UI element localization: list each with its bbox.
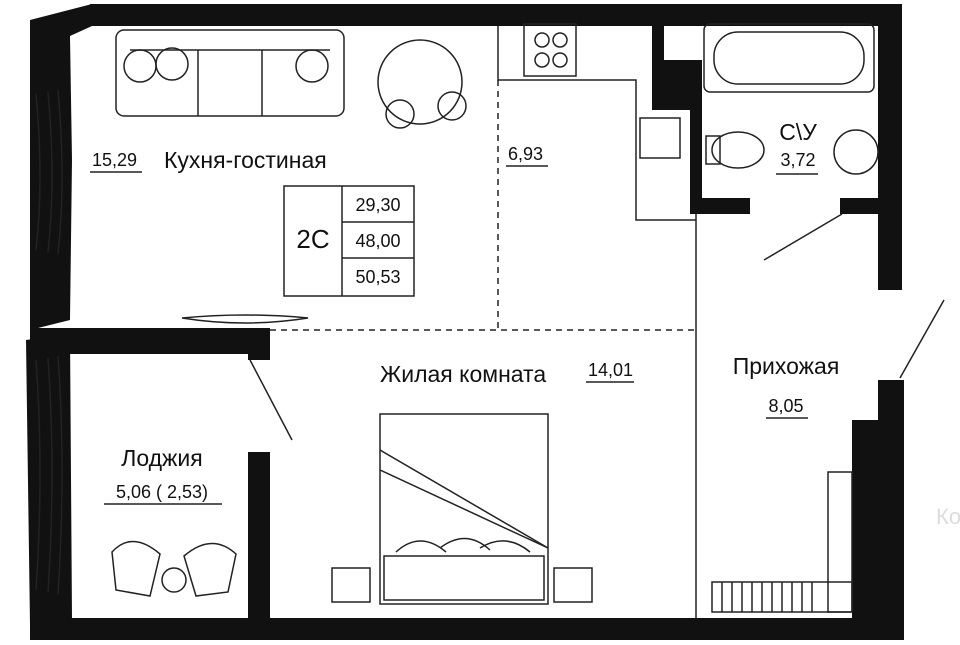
- walls: [26, 4, 904, 640]
- kitchen-counter: [497, 26, 696, 221]
- watermark-text: Ко: [936, 504, 960, 529]
- cushion-icon: [123, 49, 157, 83]
- wardrobe: [827, 471, 853, 613]
- wall-right-upper: [878, 4, 902, 290]
- cushion-icon: [295, 49, 329, 83]
- summary-total-with-loggia: 50,53: [355, 267, 400, 287]
- wall-loggia-right: [248, 452, 270, 622]
- bed: [379, 413, 549, 605]
- nightstand-right: [553, 567, 593, 603]
- loggia-area: 5,06 ( 2,53): [116, 482, 208, 502]
- pillows: [383, 555, 545, 601]
- summary-living-area: 29,30: [355, 195, 400, 215]
- door-entrance: [899, 299, 945, 379]
- loggia-chair: [111, 540, 161, 597]
- kitchen-furniture: [115, 23, 681, 324]
- wall-right-lower-inner: [852, 420, 882, 638]
- loggia-chair: [183, 542, 237, 597]
- wall-bath-bottom-left: [690, 198, 750, 214]
- bedroom-furniture: [331, 413, 593, 605]
- chair-icon: [437, 91, 467, 121]
- wall-bottom: [30, 618, 904, 640]
- area-summary-box: [283, 185, 415, 297]
- wall-pillar-1: [248, 336, 270, 360]
- loggia-table: [161, 567, 187, 593]
- kitchen-living-name: Кухня-гостиная: [164, 147, 327, 173]
- bathtub: [703, 23, 875, 93]
- summary-box-frame: [283, 185, 415, 297]
- wall-bath-left: [690, 100, 702, 200]
- window-loggia: [35, 355, 63, 595]
- loggia-furniture: [111, 540, 237, 597]
- dining-table: [377, 39, 463, 125]
- bathroom-sink: [833, 129, 879, 175]
- loggia-name: Лоджия: [121, 445, 203, 471]
- sofa: [115, 29, 345, 117]
- window-kitchen: [35, 89, 63, 255]
- hallway-area: 8,05: [768, 396, 803, 416]
- door-loggia: [249, 359, 293, 441]
- summary-total-area: 48,00: [355, 231, 400, 251]
- bathroom-area: 3,72: [780, 150, 815, 170]
- bathroom-fixtures: [703, 23, 879, 175]
- windows: [35, 89, 63, 595]
- nightstand-left: [331, 567, 371, 603]
- kitchen-living-area: 15,29: [92, 150, 137, 170]
- wall-right-lower: [878, 380, 904, 638]
- hallway-name: Прихожая: [733, 353, 840, 379]
- window-sill: [181, 314, 309, 324]
- wall-bath-bottom-right: [840, 198, 880, 214]
- kitchen-sink: [639, 117, 681, 159]
- wall-top: [90, 4, 900, 26]
- interior-lines: [249, 26, 945, 618]
- wall-kitchen-loggia: [30, 328, 270, 354]
- stove: [523, 23, 577, 77]
- toilet: [711, 131, 765, 169]
- living-room-name: Жилая комната: [380, 361, 546, 387]
- hallway-furniture: [711, 471, 853, 613]
- cushion-icon: [155, 47, 189, 81]
- living-room-area: 14,01: [588, 360, 633, 380]
- wall-left-upper: [30, 4, 92, 330]
- kitchen-nook-area: 6,93: [508, 144, 543, 164]
- bathroom-name: С\У: [779, 119, 817, 145]
- chair-icon: [385, 99, 415, 129]
- apartment-type-label: 2С: [296, 224, 329, 254]
- door-bathroom: [763, 213, 843, 261]
